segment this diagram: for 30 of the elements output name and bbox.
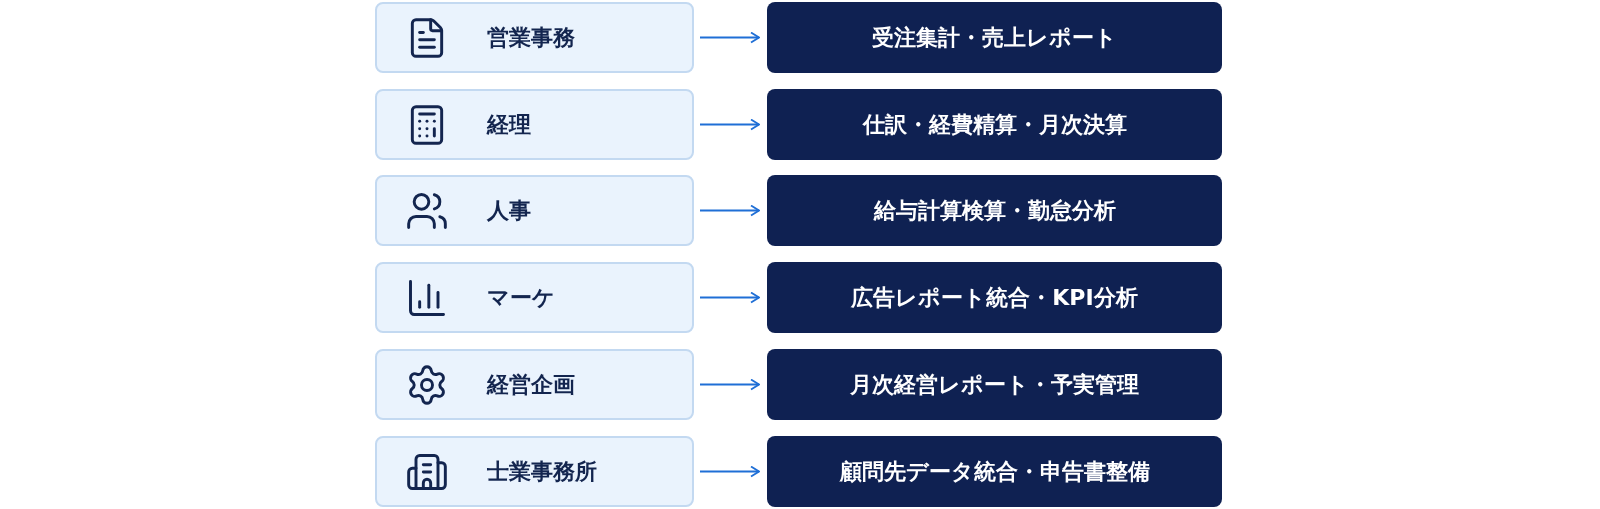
arrow xyxy=(699,31,760,44)
task-text: 顧問先データ統合・申告書整備 xyxy=(839,458,1150,486)
task-text: 受注集計・売上レポート xyxy=(872,24,1117,52)
department-name: 経理 xyxy=(487,111,531,139)
task-text: 給与計算検算・勤怠分析 xyxy=(873,197,1116,225)
task-box xyxy=(767,262,1222,333)
department-name: 営業事務 xyxy=(487,24,575,52)
task-box xyxy=(767,349,1222,420)
arrow xyxy=(699,204,760,217)
department-box xyxy=(375,2,694,73)
task-text: 仕訳・経費精算・月次決算 xyxy=(862,111,1127,139)
arrow xyxy=(699,118,760,131)
task-text: 月次経営レポート・予実管理 xyxy=(850,371,1139,399)
department-name: 経営企画 xyxy=(487,371,575,399)
task-box xyxy=(767,2,1222,73)
arrow xyxy=(699,291,760,304)
arrow xyxy=(699,465,760,478)
department-box xyxy=(375,262,694,333)
task-text: 広告レポート統合・KPI分析 xyxy=(851,284,1138,312)
department-name: 人事 xyxy=(487,197,531,225)
task-box xyxy=(767,89,1222,160)
department-box xyxy=(375,175,694,246)
task-box xyxy=(767,175,1222,246)
department-box xyxy=(375,89,694,160)
task-box xyxy=(767,436,1222,507)
department-name: マーケ xyxy=(487,284,555,312)
department-box xyxy=(375,349,694,420)
department-name: 士業事務所 xyxy=(487,458,597,486)
arrow xyxy=(699,378,760,391)
department-box xyxy=(375,436,694,507)
